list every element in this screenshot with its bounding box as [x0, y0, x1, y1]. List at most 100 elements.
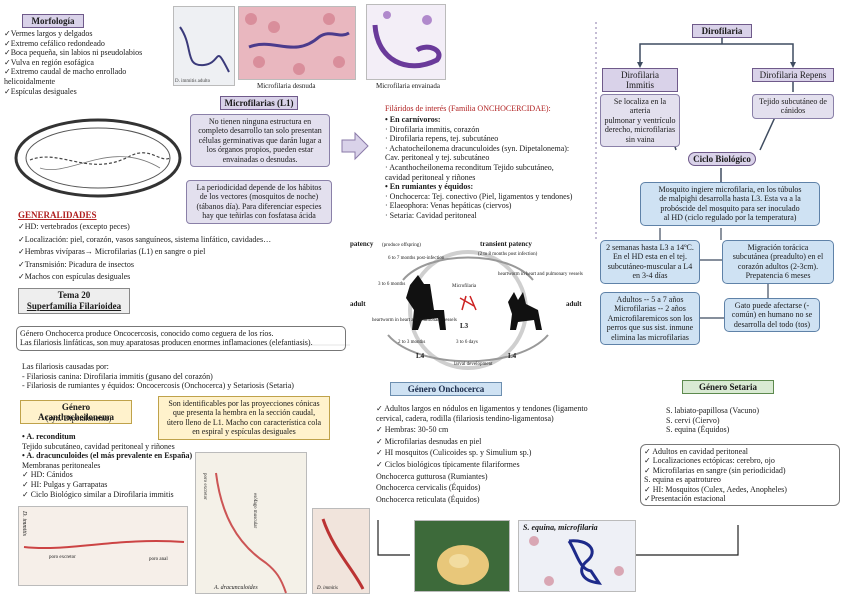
l3-label: L3	[460, 322, 469, 330]
text-line: - Filariosis canina: Dirofilaria immitis…	[22, 371, 213, 381]
setaria-microfilaria-image: S. equina, microfilaria	[518, 520, 636, 592]
text-line: envainadas o desnudas.	[222, 154, 298, 164]
onchocerca-nodule-image	[414, 520, 510, 592]
cycle-note: heartworm in heart and pulmonary vessels	[498, 272, 583, 277]
morf-line: ✓Espículas desiguales	[4, 86, 77, 96]
text-line: S. equina es apatrotureo	[644, 475, 721, 485]
text-line: Migración torácica	[747, 243, 809, 252]
text-line: S. cervi (Ciervo)	[666, 415, 720, 425]
a-dracunculoides-image: poro excretor esófago muscular A. dracun…	[195, 452, 307, 594]
text-line: ✓ Ciclo Biológico similar a Dirofilaria …	[22, 489, 174, 499]
oncocercosis-intro-box: Género Onchocerca produce Oncocercosis, …	[16, 326, 346, 351]
transient-sub-label: (2 to 8 months post infection)	[478, 252, 538, 257]
cycle-step-2: 2 semanas hasta L3 a 14ºC. En el HD esta…	[600, 240, 700, 284]
text-line: perros que sus sist. inmune	[606, 323, 694, 333]
microfilaria-envainada-image	[366, 4, 446, 80]
cycle-step-3: Migración torácica subcutánea (preadulto…	[722, 240, 834, 284]
morf-line: ✓Vulva en región esofágica	[4, 57, 94, 67]
text-line: La periodicidad depende de los hábitos	[196, 183, 322, 192]
text-line: No tienen ninguna estructura en	[208, 117, 312, 126]
text-line: • A. dracunculoides (el más prevalente e…	[22, 451, 193, 461]
morf-line: ✓Vermes largos y delgados	[4, 29, 93, 38]
text-line: elimina las microfilarias	[611, 332, 689, 342]
larval-development-label: larval development	[454, 362, 493, 367]
text-line: los órganos propios, pueden estar	[206, 145, 314, 155]
image-caption: D. immitis adulto	[175, 79, 211, 84]
tema-name: Superfamilia Filarioidea	[26, 301, 122, 311]
dirofilaria-immitis-title: Dirofilaria Immitis	[602, 68, 678, 92]
text-line: En el HD esta en el tej.	[613, 252, 687, 262]
text-line: útero lleno de L1. Macho con característ…	[166, 417, 322, 427]
morfologia-title: Morfología	[22, 14, 84, 28]
text-line: · Dirofilaria repens, tej. subcutáneo	[385, 134, 499, 144]
heartworm-life-cycle: patency (produce offspring) transient pa…	[348, 240, 588, 376]
image-label: D. immitis	[21, 511, 27, 537]
text-line: Las filariosis linfáticas, son muy apara…	[20, 338, 313, 348]
tema-number: Tema 20	[57, 290, 91, 300]
text-line: Onchocerca reticulata (Équidos)	[376, 494, 480, 504]
text-line: ✓Localización: piel, corazón, vasos sang…	[18, 234, 272, 244]
text-line: Amicrofilaremicos son los	[607, 313, 693, 323]
generalidades-list: ✓HD: vertebrados (excepto peces) ✓Locali…	[18, 222, 271, 282]
text-line: Membranas peritoneales	[22, 460, 101, 470]
image-label: poro excretor	[49, 555, 76, 560]
text-line: de los vectores (mosquitos de noche)	[199, 192, 319, 202]
text-line: ✓ Microfilarias desnudas en piel	[376, 436, 482, 446]
dirofilaria-repens-title: Dirofilaria Repens	[752, 68, 834, 82]
text-line: Gato puede afectarse (-	[734, 301, 810, 310]
generalidades-title: GENERALIDADES	[18, 210, 97, 220]
text-line: ✓ HI mosquitos (Culicoides sp. y Simuliu…	[376, 448, 532, 458]
setaria-box: ✓ Adultos en cavidad peritoneal ✓ Locali…	[640, 444, 840, 507]
text-line: sin vaina	[625, 134, 655, 144]
repens-box: Tejido subcutáneo de cánidos	[752, 94, 834, 119]
text-line: que presenta la hembra en la sección cau…	[172, 408, 316, 418]
acanthocheilonema-title: Género Acanthocheilonema	[20, 400, 132, 424]
microfilarias-title: Microfilarias (L1)	[220, 96, 298, 110]
text-line: Cav. peritoneal y tej. subcutáneo	[385, 153, 490, 163]
text-line: - Filariosis de rumiantes y équidos: Onc…	[22, 381, 294, 391]
text-line: ✓Hembras vivíparas→ Microfilarias (L1) e…	[18, 247, 206, 257]
periodicidad-box: La periodicidad depende de los hábitos d…	[186, 180, 332, 224]
cycle-step-1: Mosquito ingiere microfilaria, en los tú…	[640, 182, 820, 226]
text-line: corazón adultos (2-3cm).	[737, 261, 819, 271]
text-line: · Dirofilaria immitis, corazón	[385, 124, 480, 134]
text-line: ✓Presentación estacional	[644, 494, 726, 504]
text-line: Onchocerca gutturosa (Rumiantes)	[376, 471, 488, 481]
microfilarias-box: No tienen ninguna estructura en completo…	[190, 114, 330, 168]
text-line: derecho, microfilarias	[604, 125, 676, 135]
text-line: · Elaeophora: Venas hepáticas (ciervos)	[385, 201, 512, 211]
text-line: · Acanthocheilonema reconditum Tejido su…	[385, 162, 554, 172]
text-line: Prepatencia 6 meses	[745, 271, 811, 281]
text-line: • En carnívoros:	[385, 115, 441, 124]
text-line: pulmonar y ventrículo	[604, 115, 676, 125]
text-line: ✓ Microfilarias en sangre (sin periodici…	[644, 465, 786, 475]
text-line: cánidos	[780, 106, 806, 116]
text-line: subcutáneo-muscular a L4	[607, 261, 693, 271]
image-label: poro excretor	[202, 473, 207, 500]
adult-worm-image: D. immitis adulto	[173, 6, 235, 86]
ciclo-biologico-title: Ciclo Biológico	[688, 152, 756, 166]
image-caption: Microfilaria envainada	[376, 82, 440, 90]
text-line: células germinativas que darán lugar a	[198, 135, 322, 145]
cycle-step-4: Gato puede afectarse (- común) en humano…	[724, 298, 820, 333]
immitis-box: Se localiza en la arteria pulmonar y ven…	[600, 94, 680, 148]
text-line: cavidad peritoneal y riñones	[385, 172, 476, 182]
microfilaria-label: Microfilaria	[452, 284, 477, 289]
microfilaria-desnuda-image	[238, 6, 356, 80]
text-line: Tejido subcutáneo de	[759, 97, 827, 106]
text-line: (tábanos día). Para diferenciar especies	[196, 201, 322, 211]
text-line: • A. reconditum	[22, 432, 76, 441]
text-line: ✓ Adultos largos en nódulos en ligamento…	[376, 404, 588, 413]
text-line: ✓ HI: Mosquitos (Culex, Aedes, Anopheles…	[644, 484, 787, 494]
morf-line: ✓Boca pequeña, sin labios ni pseudolabio…	[4, 48, 143, 58]
l4-label-right: L4	[508, 352, 517, 360]
image-label: poro anal	[149, 557, 168, 562]
text-line: 2 semanas hasta L3 a 14ºC.	[606, 243, 694, 252]
text-line: ✓HD: vertebrados (excepto peces)	[18, 222, 130, 231]
morfologia-list: ✓Vermes largos y delgados ✓Extremo cefál…	[4, 29, 142, 96]
onchocerca-title: Género Onchocerca	[390, 382, 502, 396]
text-line: Onchocerca cervicalis (Équidos)	[376, 483, 481, 493]
acanthocheilonema-list: • A. reconditum Tejido subcutáneo, cavid…	[22, 432, 192, 499]
morf-line: helicoidalmente	[4, 76, 56, 86]
text-line: ✓ HD: Cánidos	[22, 470, 73, 480]
